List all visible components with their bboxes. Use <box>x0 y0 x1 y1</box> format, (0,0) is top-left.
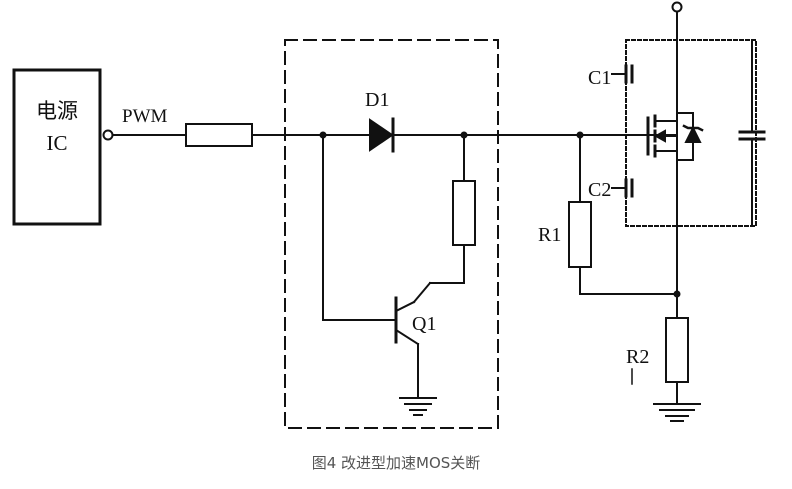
r1-label: R1 <box>538 224 561 246</box>
pwm-label: PWM <box>122 106 168 127</box>
supply-terminal <box>671 1 683 13</box>
r2-label: R2 <box>626 346 649 368</box>
speedup-resistor <box>452 180 476 246</box>
c1-label: C1 <box>588 67 611 89</box>
junction-2 <box>460 131 468 139</box>
diode-d1 <box>369 118 394 152</box>
power-ic-label-2: IC <box>47 131 68 155</box>
c2-label: C2 <box>588 179 611 201</box>
junction-1 <box>319 131 327 139</box>
wire-q1-col <box>412 281 432 304</box>
junction-4 <box>673 290 681 298</box>
resistor-r2 <box>665 317 689 383</box>
d1-label: D1 <box>365 89 389 111</box>
resistor-r1 <box>568 201 592 268</box>
power-ic-block <box>12 68 102 226</box>
body-diode-bar <box>682 124 704 132</box>
gate-resistor <box>185 123 253 147</box>
mos-arrow <box>653 129 666 143</box>
q1-emitter <box>394 328 420 346</box>
q1-label: Q1 <box>412 313 436 335</box>
power-ic-label-1: 电源 <box>36 99 78 123</box>
junction-3 <box>576 131 584 139</box>
figure-caption: 图4 改进型加速MOS关断 <box>311 454 481 472</box>
q1-collector <box>394 300 416 313</box>
pwm-terminal <box>102 129 114 141</box>
speedup-block-outline <box>284 39 499 429</box>
body-diode <box>684 125 702 143</box>
